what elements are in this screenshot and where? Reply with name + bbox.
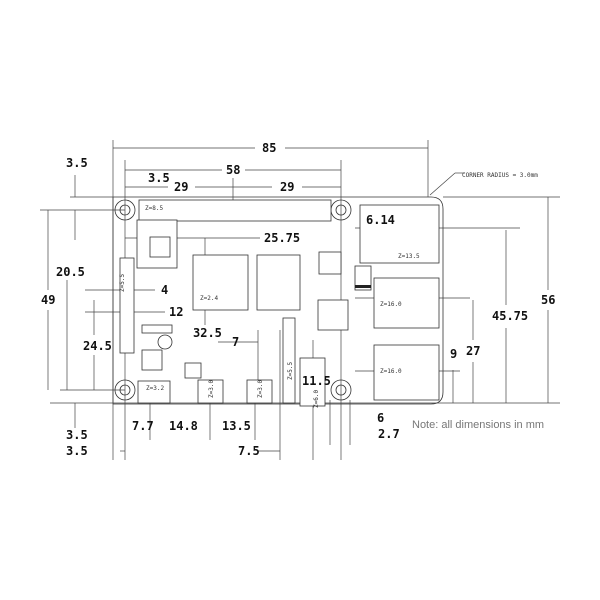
ram-chip (192, 254, 249, 311)
dimension-lines (40, 140, 560, 460)
ram-height-label: Z=2.4 (200, 295, 218, 302)
dim-32-5: 32.5 (193, 326, 222, 340)
dim-27: 27 (466, 344, 480, 358)
camera-connector (282, 317, 296, 404)
dim-7-7: 7.7 (132, 419, 154, 433)
usbc-port (137, 380, 171, 404)
dim-58: 58 (226, 163, 240, 177)
ethernet-port (359, 204, 440, 264)
corner-radius-note: CORNER RADIUS = 3.0mm (462, 172, 538, 179)
ethernet-height-label: Z=13.5 (398, 253, 420, 260)
usb-top-height-label: Z=16.0 (380, 301, 402, 308)
hdmi-port-2 (246, 379, 273, 404)
dim-13-5: 13.5 (222, 419, 251, 433)
audio-height-label: Z=6.0 (313, 390, 320, 408)
dim-49: 49 (41, 293, 55, 307)
dim-45-75: 45.75 (492, 309, 528, 323)
gpio-header (138, 199, 332, 222)
usb-port-bottom (373, 344, 440, 401)
usb-bottom-height-label: Z=16.0 (380, 368, 402, 375)
dim-3-5-bottom-1: 3.5 (66, 428, 88, 442)
display-height-label: Z=5.5 (119, 274, 126, 292)
dim-9: 9 (450, 347, 457, 361)
dim-85: 85 (262, 141, 276, 155)
dim-7: 7 (232, 335, 239, 349)
dim-29-left: 29 (174, 180, 188, 194)
hdmi1-height-label: Z=3.0 (208, 380, 215, 398)
dim-3-5-top-left: 3.5 (66, 156, 88, 170)
dim-20-5: 20.5 (56, 265, 85, 279)
dim-25-75: 25.75 (264, 231, 300, 245)
dim-2-7: 2.7 (378, 427, 400, 441)
gpio-height-label: Z=8.5 (145, 205, 163, 212)
camera-height-label: Z=5.5 (287, 362, 294, 380)
dim-24-5: 24.5 (83, 339, 112, 353)
board-outline (112, 196, 444, 405)
dim-3-5-top: 3.5 (148, 171, 170, 185)
components (119, 199, 440, 407)
dim-7-5: 7.5 (238, 444, 260, 458)
dim-56: 56 (541, 293, 555, 307)
usb-port-top (373, 277, 440, 329)
hdmi-port-1 (197, 379, 224, 404)
audio-jack (299, 357, 326, 407)
units-note: Note: all dimensions in mm (412, 419, 544, 431)
usbc-height-label: Z=3.2 (146, 385, 164, 392)
dim-3-5-bottom-2: 3.5 (66, 444, 88, 458)
mounting-holes (114, 199, 352, 401)
hdmi2-height-label: Z=3.0 (257, 380, 264, 398)
dim-11-5: 11.5 (302, 374, 331, 388)
dimension-labels: 85 58 3.5 3.5 29 29 6.14 25.75 20.5 4 49… (41, 141, 555, 458)
dim-12: 12 (169, 305, 183, 319)
dim-29-right: 29 (280, 180, 294, 194)
dim-6: 6 (377, 411, 384, 425)
dim-14-8: 14.8 (169, 419, 198, 433)
dim-6-14: 6.14 (366, 213, 395, 227)
display-connector (119, 257, 135, 354)
dim-4: 4 (161, 283, 168, 297)
soc-chip (256, 254, 301, 311)
